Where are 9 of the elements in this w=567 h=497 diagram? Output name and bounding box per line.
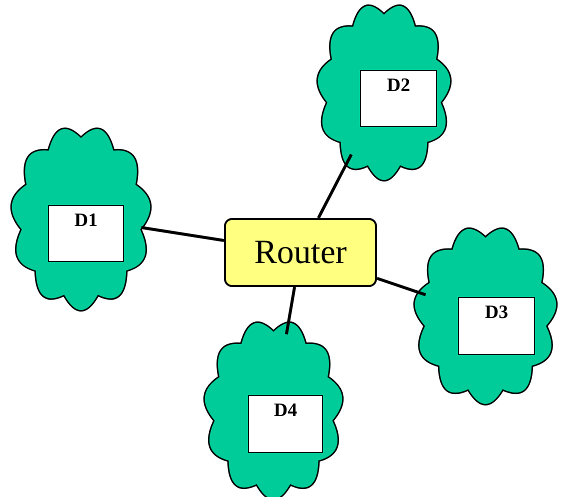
connector-line [376, 276, 426, 296]
domain-box: D3 [458, 297, 535, 355]
connector-line [317, 154, 353, 219]
domain-box: D2 [360, 70, 437, 127]
connector-line [284, 286, 296, 335]
router-label: Router [254, 234, 347, 272]
domain-box: D1 [48, 205, 124, 262]
connector-line [141, 226, 224, 242]
domain-box: D4 [248, 395, 323, 453]
